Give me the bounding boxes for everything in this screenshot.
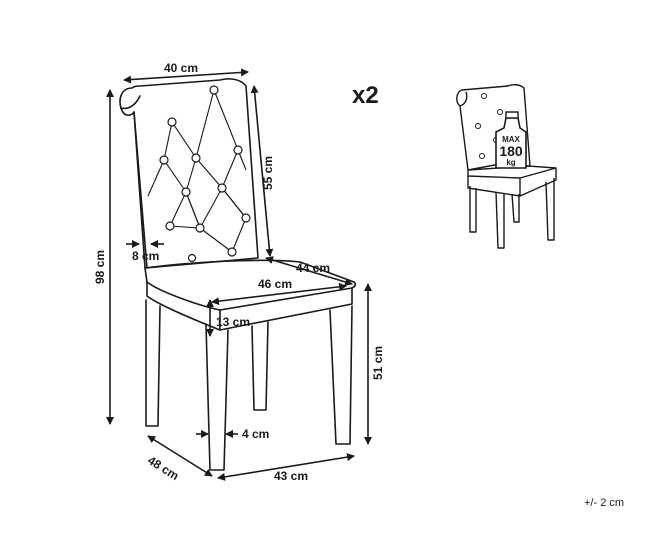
max-load-unit: kg — [506, 158, 516, 167]
leg-front-left — [205, 323, 229, 471]
dim-line-seat-depth — [265, 256, 353, 286]
tuft-button — [227, 247, 237, 257]
quantity-label: x2 — [352, 82, 379, 109]
tuft-button — [187, 253, 197, 263]
dim-line-base-width — [217, 453, 355, 481]
weight-icon — [495, 111, 527, 169]
label-seat-depth: 44 cm — [296, 261, 331, 275]
tufting — [147, 85, 251, 263]
dim-line-seat-width — [211, 282, 347, 306]
leg-back-left — [145, 299, 161, 427]
max-load-value: 180 — [499, 143, 523, 159]
tuft-button — [233, 145, 243, 155]
tolerance-label: +/- 2 cm — [584, 497, 625, 509]
label-total-height: 98 cm — [93, 249, 107, 284]
label-back-width: 40 cm — [164, 61, 199, 75]
leg-back-right — [251, 321, 269, 411]
tuft-button — [167, 117, 177, 127]
dim-line-back-height — [250, 85, 274, 257]
label-base-width: 43 cm — [274, 469, 309, 483]
dim-line-back-width — [123, 68, 249, 84]
backrest-side — [133, 111, 148, 269]
tuft-button — [195, 223, 205, 233]
tuft-button — [241, 213, 251, 223]
label-leg-width: 4 cm — [242, 427, 270, 441]
tuft-button — [217, 183, 227, 193]
label-seat-width: 46 cm — [258, 277, 293, 291]
seat-top — [144, 259, 357, 311]
tuft-button — [181, 187, 191, 197]
label-seat-thickness: 13 cm — [216, 315, 251, 329]
tuft-button — [191, 153, 201, 163]
leg-front-right — [329, 305, 353, 445]
tuft-button — [159, 155, 169, 165]
max-load-max: MAX — [502, 135, 520, 144]
backrest-roll — [120, 95, 141, 110]
label-back-thickness: 8 cm — [132, 249, 160, 263]
dim-line-base-depth — [147, 435, 213, 477]
tuft-button — [165, 221, 175, 231]
backrest-outline — [119, 78, 259, 269]
label-back-height: 55 cm — [261, 155, 275, 190]
tuft-button — [209, 85, 219, 95]
label-seat-height: 51 cm — [371, 345, 385, 380]
